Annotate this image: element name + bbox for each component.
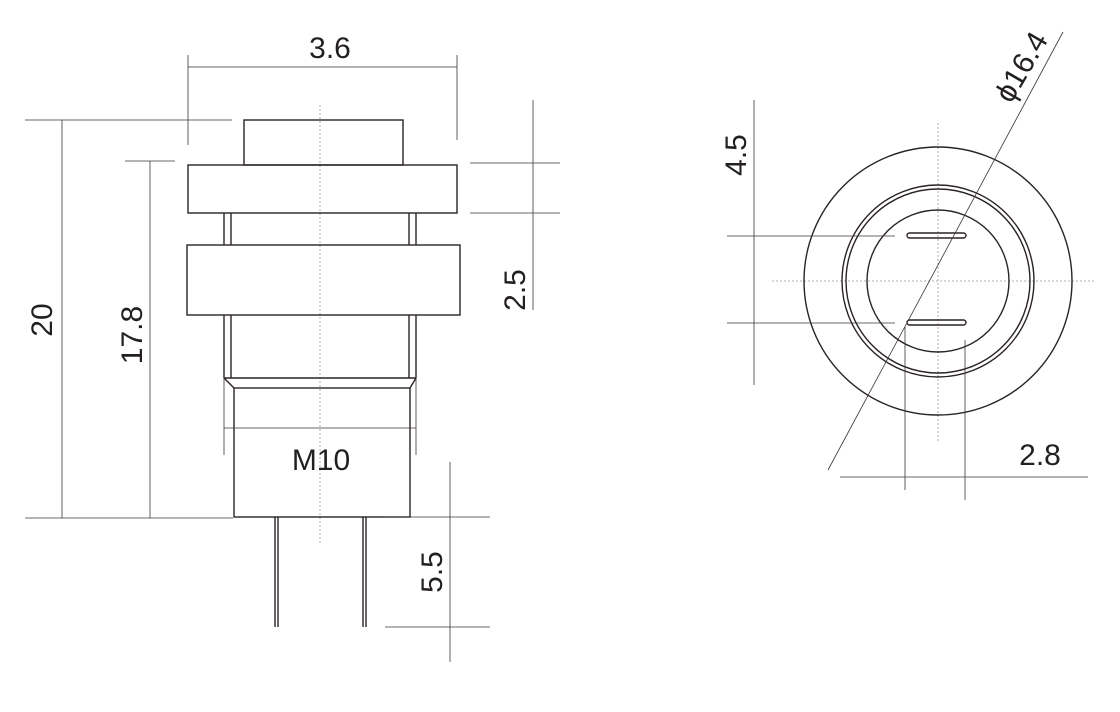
upper-flange [187,164,458,214]
dim-slot-length: 2.8 [840,327,1088,500]
dim-total-height: 20 [25,119,233,519]
ring-outer [841,184,1035,378]
dim-label-thread: M10 [292,444,350,477]
dim-flange-gap: 2.5 [470,100,560,311]
slot-bottom [906,319,967,326]
dim-pin-length: 5.5 [385,462,490,662]
dim-label-flange-gap: 2.5 [499,269,532,311]
slot-top [906,232,967,239]
stem [223,213,417,245]
dim-label-diameter: ϕ16.4 [989,26,1055,108]
dim-label-slot-spacing: 4.5 [720,134,753,176]
side-view: 3.6 20 17.8 2.5 M10 5.5 [25,32,560,662]
dim-slot-spacing: 4.5 [720,100,895,385]
dim-body-height: 17.8 [116,160,175,518]
dim-label-body-height: 17.8 [116,306,149,364]
outer-bezel [803,146,1073,416]
dim-thread: M10 [224,427,416,477]
dim-label-slot-length: 2.8 [1019,439,1061,472]
pins [274,517,367,627]
dim-head-width: 3.6 [187,32,458,145]
front-view: 4.5 2.8 ϕ16.4 [720,26,1095,500]
ring-inner [845,188,1031,374]
lower-flange [186,244,461,316]
button-cap [243,119,404,166]
dim-label-total-height: 20 [26,303,59,336]
threaded-body [223,315,417,518]
dim-label-head-width: 3.6 [309,32,351,65]
button-face [866,209,1010,353]
dim-label-pin-length: 5.5 [416,551,449,593]
